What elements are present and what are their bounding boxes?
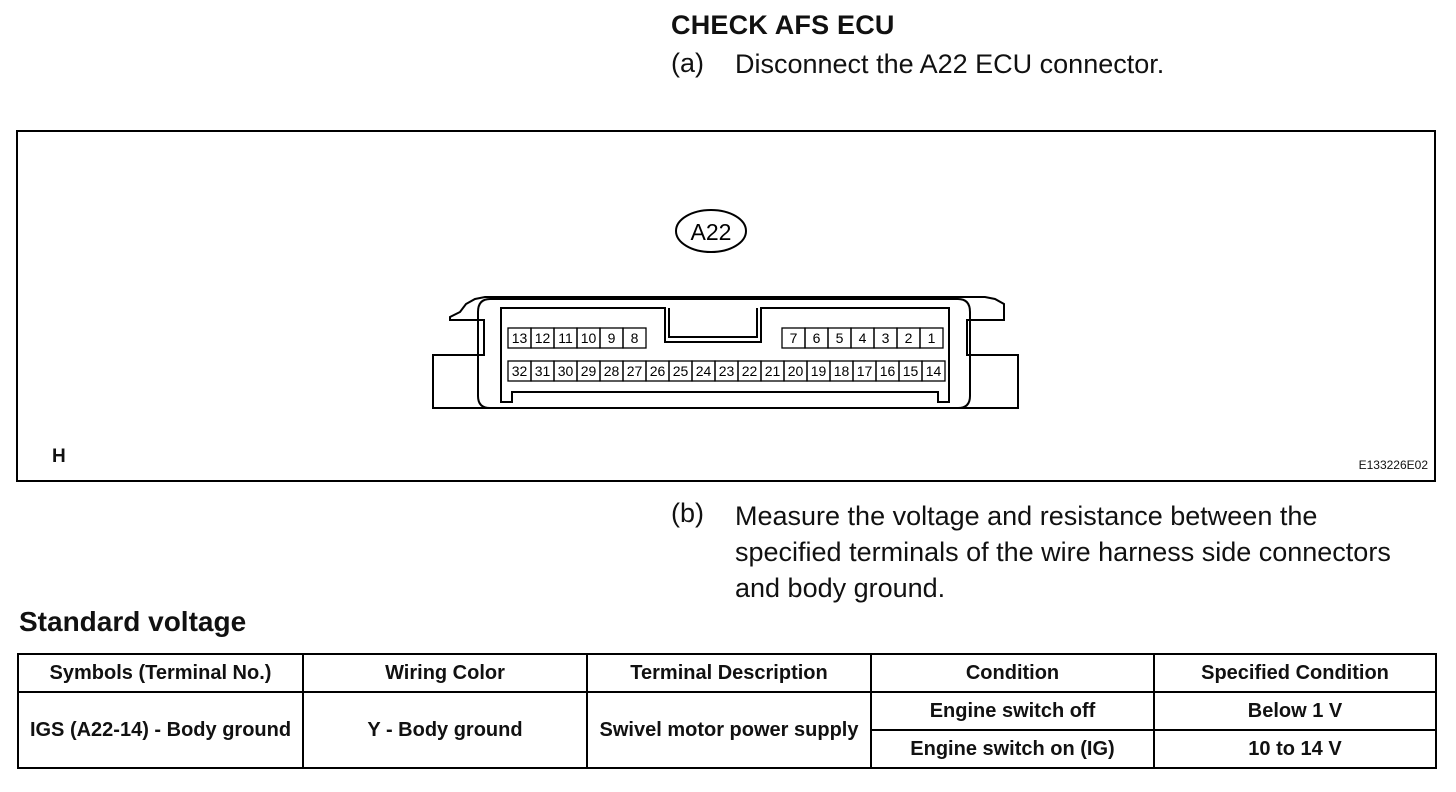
pin-label-11: 11 xyxy=(558,330,573,346)
pin-label-31: 31 xyxy=(535,363,551,379)
pin-label-30: 30 xyxy=(558,363,574,379)
header-wiring-color: Wiring Color xyxy=(302,653,588,693)
pin-cell-1 xyxy=(919,327,944,349)
pin-label-10: 10 xyxy=(581,330,597,346)
connector-label-oval xyxy=(675,209,747,253)
cell-specified: 10 to 14 V xyxy=(1153,729,1437,769)
pin-label-25: 25 xyxy=(673,363,689,379)
pin-label-24: 24 xyxy=(696,363,712,379)
pin-label-32: 32 xyxy=(512,363,528,379)
pin-label-23: 23 xyxy=(719,363,735,379)
pin-label-1: 1 xyxy=(928,330,936,346)
pin-label-21: 21 xyxy=(765,363,781,379)
cell-wiring-color: Y - Body ground xyxy=(302,691,588,769)
pin-label-4: 4 xyxy=(859,330,867,346)
header-specified-condition: Specified Condition xyxy=(1153,653,1437,693)
pin-label-2: 2 xyxy=(905,330,913,346)
pin-label-19: 19 xyxy=(811,363,827,379)
figure-image-code: E133226E02 xyxy=(1358,458,1428,472)
pin-label-15: 15 xyxy=(903,363,919,379)
pin-label-29: 29 xyxy=(581,363,597,379)
table-row: IGS (A22-14) - Body ground Y - Body grou… xyxy=(17,691,1437,769)
table-row: Engine switch on (IG) 10 to 14 V xyxy=(18,729,1437,769)
step-b: (b) Measure the voltage and resistance be… xyxy=(671,498,1425,606)
cell-specified: Below 1 V xyxy=(1153,691,1437,731)
pin-cell-14 xyxy=(921,360,946,382)
pin-label-16: 16 xyxy=(880,363,896,379)
connector-housing xyxy=(432,296,1019,409)
pin-label-6: 6 xyxy=(813,330,821,346)
pin-label-7: 7 xyxy=(790,330,798,346)
pin-label-20: 20 xyxy=(788,363,804,379)
section-heading: CHECK AFS ECU xyxy=(671,10,895,40)
pin-label-8: 8 xyxy=(631,330,639,346)
connector-label: A22 xyxy=(691,219,732,245)
pin-label-14: 14 xyxy=(926,363,942,379)
pin-label-17: 17 xyxy=(857,363,873,379)
pin-label-5: 5 xyxy=(836,330,844,346)
figure-corner-letter: H xyxy=(52,446,66,467)
step-a: (a) Disconnect the A22 ECU connector. xyxy=(671,48,1164,80)
standard-voltage-table: Symbols (Terminal No.) Wiring Color Term… xyxy=(17,653,1437,769)
cell-condition: Engine switch on (IG) xyxy=(870,729,1155,769)
header-condition: Condition xyxy=(870,653,1155,693)
connector-key xyxy=(668,308,758,338)
pin-label-12: 12 xyxy=(535,330,551,346)
step-b-text: Measure the voltage and resistance betwe… xyxy=(735,501,1391,603)
pin-label-3: 3 xyxy=(882,330,890,346)
header-terminal-description: Terminal Description xyxy=(586,653,872,693)
pin-cell-8 xyxy=(622,327,647,349)
step-a-text: Disconnect the A22 ECU connector. xyxy=(735,49,1165,79)
pin-label-27: 27 xyxy=(627,363,643,379)
step-a-label: (a) xyxy=(671,48,704,78)
cell-symbol: IGS (A22-14) - Body ground xyxy=(17,691,304,769)
standard-voltage-title: Standard voltage xyxy=(19,606,247,637)
step-b-label: (b) xyxy=(671,498,704,528)
pin-label-22: 22 xyxy=(742,363,758,379)
cell-description: Swivel motor power supply xyxy=(586,691,872,769)
pin-label-26: 26 xyxy=(650,363,666,379)
table-header-row: Symbols (Terminal No.) Wiring Color Term… xyxy=(17,653,1437,693)
connector-body xyxy=(477,298,971,409)
pin-label-13: 13 xyxy=(512,330,528,346)
pin-label-18: 18 xyxy=(834,363,850,379)
header-symbols: Symbols (Terminal No.) xyxy=(17,653,304,693)
pin-label-9: 9 xyxy=(608,330,616,346)
cell-condition: Engine switch off xyxy=(870,691,1155,731)
pin-label-28: 28 xyxy=(604,363,620,379)
connector-cavity xyxy=(500,307,950,403)
